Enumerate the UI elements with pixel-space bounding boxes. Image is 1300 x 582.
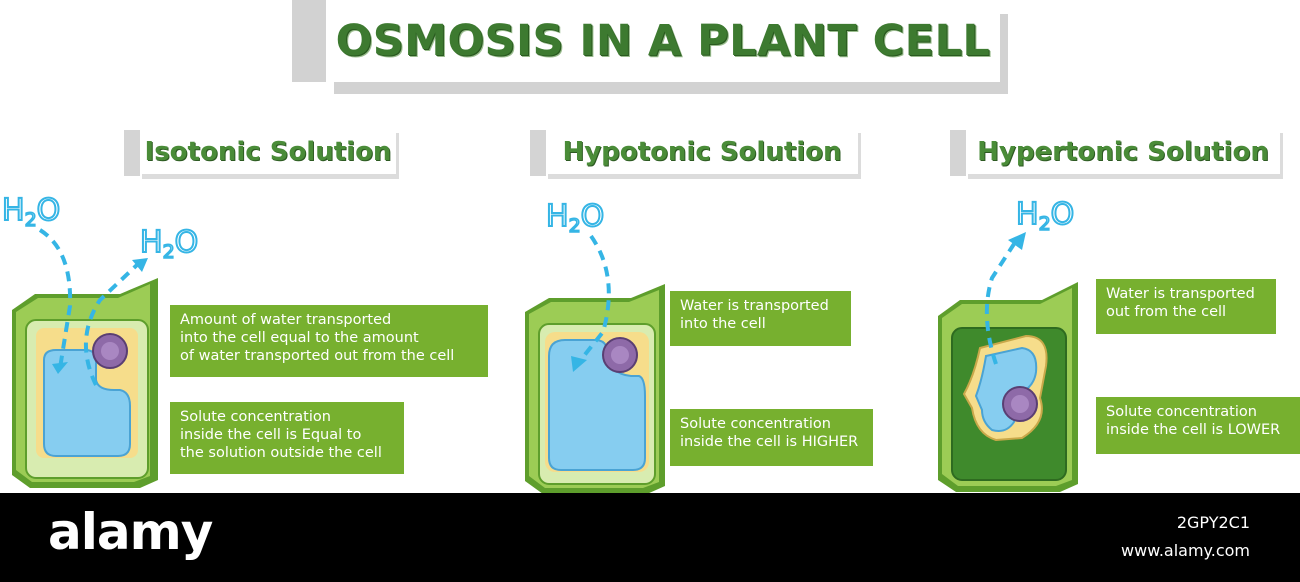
isotonic-cell-diagram (12, 228, 158, 488)
hypotonic-solute-info: Solute concentration inside the cell is … (670, 409, 873, 466)
water-in-arrow (38, 228, 73, 369)
h2o-label: H2O (1, 193, 61, 231)
vacuole (548, 339, 646, 471)
h2o-label: H2O (139, 225, 199, 263)
isotonic-water-info: Amount of water transported into the cel… (170, 305, 488, 377)
heading-text: Hypertonic Solution (977, 137, 1269, 167)
heading-text: Hypotonic Solution (562, 137, 842, 167)
alamy-logo: alamy (48, 503, 213, 561)
heading-text: Isotonic Solution (144, 137, 392, 167)
page-title: OSMOSIS IN A PLANT CELL (335, 16, 991, 66)
water-out-arrow (984, 242, 1016, 365)
hypertonic-cell-diagram (938, 232, 1078, 492)
water-in-arrow (577, 234, 611, 364)
vacuole (974, 346, 1038, 432)
title-banner: OSMOSIS IN A PLANT CELL (326, 0, 1000, 82)
hypertonic-solute-info: Solute concentration inside the cell is … (1096, 397, 1300, 454)
site-url: www.alamy.com (1121, 541, 1250, 560)
isotonic-solute-info: Solute concentration inside the cell is … (170, 402, 404, 474)
hypotonic-water-info: Water is transported into the cell (670, 291, 851, 346)
hypotonic-cell-diagram (525, 234, 665, 494)
water-out-arrow (84, 262, 140, 386)
h2o-label: H2O (1015, 197, 1075, 235)
hypertonic-water-info: Water is transported out from the cell (1096, 279, 1276, 334)
section-heading-hypotonic: Hypotonic Solution (530, 130, 861, 179)
watermark-band: alamy 2GPY2C1 www.alamy.com (0, 493, 1300, 582)
title-accent-stripe (292, 0, 326, 82)
section-heading-isotonic: Isotonic Solution (124, 130, 399, 179)
section-heading-hypertonic: Hypertonic Solution (950, 130, 1283, 179)
image-id: 2GPY2C1 (1176, 513, 1250, 532)
h2o-label: H2O (545, 199, 605, 237)
